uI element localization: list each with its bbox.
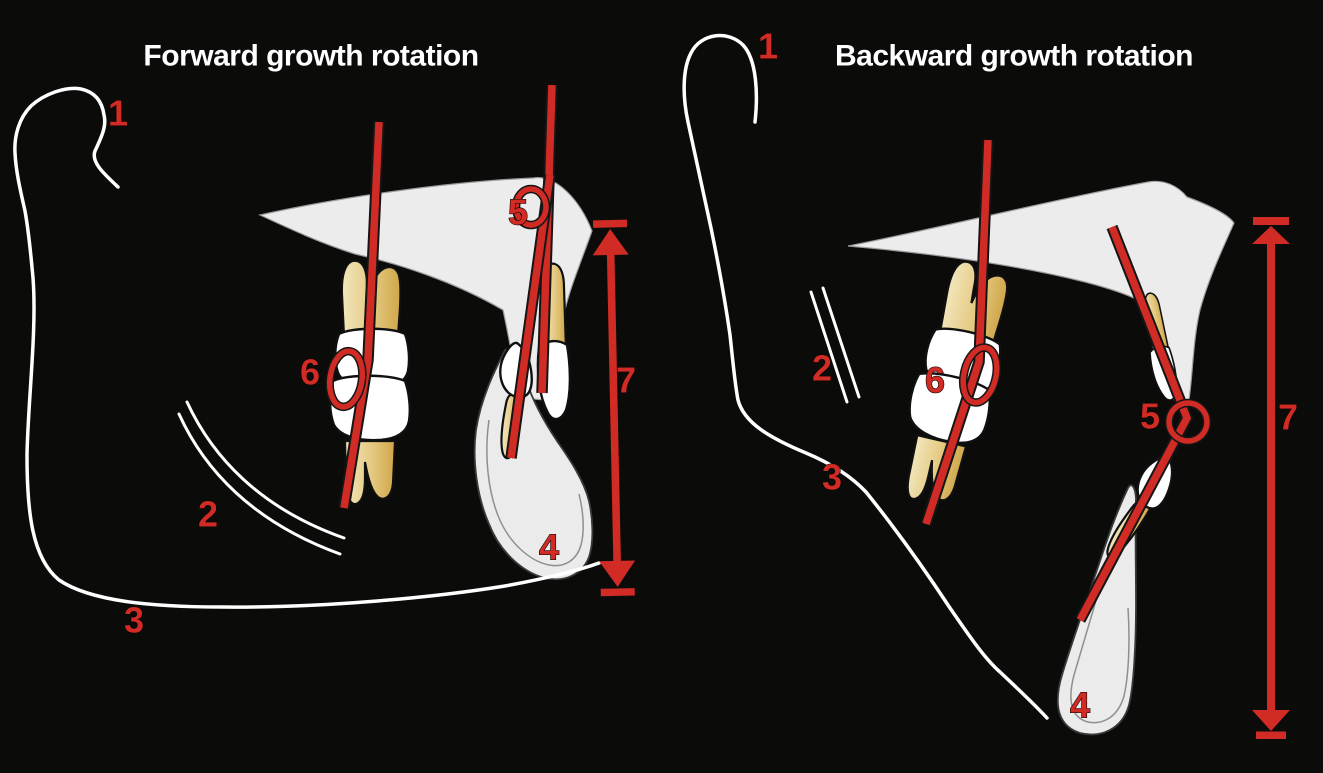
arrow-bottom-cap [600,588,635,597]
forward-label-condyle: 1 [108,93,128,134]
backward-title: Backward growth rotation [835,40,1193,73]
mandible-outline [13,86,601,609]
backward-label-incisor-angle: 5 [1140,396,1160,437]
backward-label-lower-border: 3 [822,457,842,498]
mandibular-canal-line-2 [177,412,342,556]
posterior-height-arrow [592,219,636,597]
mandible-outline-backward [682,33,1049,720]
posterior-height-arrow-backward [1252,217,1290,739]
forward-label-height-arrow: 7 [616,360,636,401]
arrow-up-head [592,228,629,256]
mandibular-canal-line-1-backward [809,290,849,404]
backward-label-canal: 2 [812,348,832,389]
forward-label-canal: 2 [198,494,218,535]
backward-label-symphysis: 4 [1070,685,1090,726]
incisor-angle-loop-backward [1166,400,1210,444]
incisor-axis-line-backward [1076,225,1192,622]
arrow-bottom-cap [1256,731,1286,739]
backward-label-condyle: 1 [758,26,778,67]
mandibular-canal-line-1 [185,400,346,540]
forward-label-lower-border: 3 [124,600,144,641]
symphysis-inner-outline-backward [1070,559,1130,724]
vertical-reference-line [538,84,556,394]
arrow-top-cap [592,219,628,228]
arrow-up-head [1252,226,1290,244]
symphysis-shape [473,348,594,581]
molar-axis-line [340,121,383,509]
molar-angle-loop-backward [960,344,1000,406]
forward-label-molar-angle: 6 [300,352,320,393]
symphysis-inner-outline [486,419,584,567]
panel-backward: Backward growth rotation 1 2 3 4 5 6 [682,25,1299,739]
mandibular-canal-line-2-backward [821,286,861,399]
arrow-top-cap [1253,217,1289,225]
molar-angle-loop [326,348,366,410]
arrow-down-head [1252,710,1290,731]
panel-forward: Forward growth rotation 1 2 3 [13,40,637,641]
molar-axis-line-backward [922,139,992,526]
forward-label-symphysis: 4 [539,527,559,568]
maxillary-base-shape-backward [847,180,1235,406]
arrow-shaft [606,252,621,565]
backward-label-height-arrow: 7 [1278,397,1298,438]
incisor-angle-loop [513,186,549,228]
arrow-shaft [1267,242,1275,712]
arrow-down-head [599,560,636,587]
forward-label-incisor-angle: 5 [508,192,528,233]
forward-title: Forward growth rotation [143,40,478,73]
backward-label-molar-angle: 6 [925,360,945,401]
